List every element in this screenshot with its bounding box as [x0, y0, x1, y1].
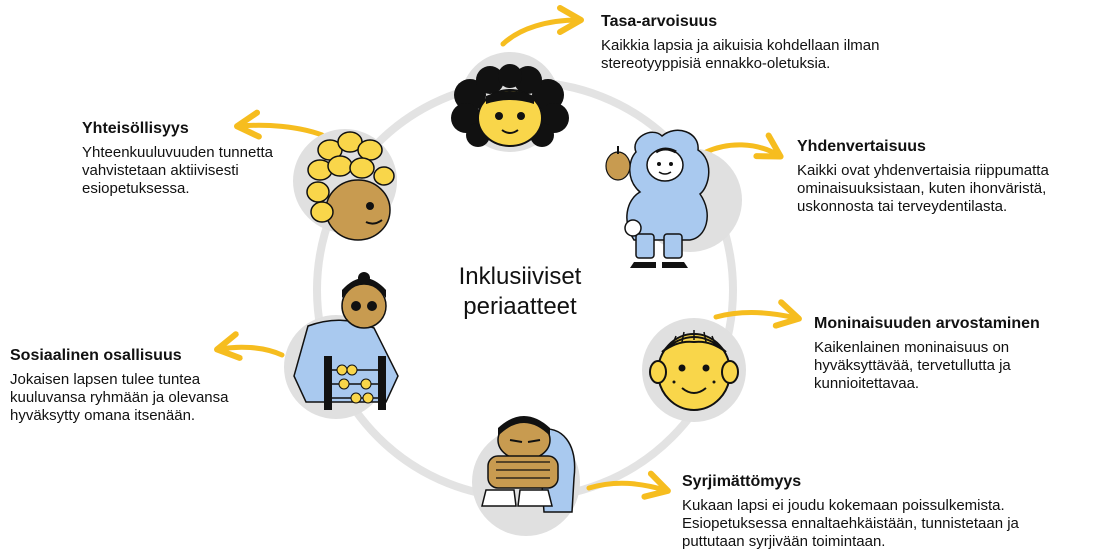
arrow-syrjimattomyys: [586, 470, 671, 500]
arrow-yhdenvertaisuus: [703, 132, 784, 160]
principle-title: Tasa-arvoisuus: [601, 13, 718, 30]
child-in-snowsuit-illustration: [605, 129, 742, 268]
principle-text: Jokaisen lapsen tulee tuntea kuuluvansa …: [10, 371, 229, 424]
label-syrjimattomyys: Syrjimättömyys Kukaan lapsi ei joudu kok…: [682, 472, 1087, 551]
principle-title: Moninaisuuden arvostaminen: [814, 315, 1040, 332]
arrow-moninaisuus: [713, 299, 802, 329]
label-moninaisuus: Moninaisuuden arvostaminen Kaikenlainen …: [814, 314, 1084, 393]
arrow-yhteisollisyys: [234, 109, 325, 140]
braided-hair-child-illustration: [293, 129, 397, 241]
principle-title: Sosiaalinen osallisuus: [10, 347, 182, 364]
child-playing-abacus-illustration: [284, 272, 399, 419]
arrows: [214, 5, 802, 500]
label-tasa-arvoisuus: Tasa-arvoisuus Kaikkia lapsia ja aikuisi…: [601, 12, 961, 73]
label-osallisuus: Sosiaalinen osallisuus Jokaisen lapsen t…: [10, 346, 260, 425]
label-yhdenvertaisuus: Yhdenvertaisuus Kaikki ovat yhdenvertais…: [797, 137, 1092, 216]
arrow-osallisuus: [214, 331, 285, 361]
principle-text: Kaikki ovat yhdenvertaisia riippumatta o…: [797, 162, 1049, 215]
crouching-child-illustration: [472, 416, 580, 536]
principle-text: Yhteenkuuluvuuden tunnetta vahvistetaan …: [82, 144, 273, 197]
principle-text: Kaikkia lapsia ja aikuisia kohdellaan il…: [601, 37, 880, 72]
principle-text: Kukaan lapsi ei joudu kokemaan poissulke…: [682, 497, 1019, 550]
principle-title: Yhteisöllisyys: [82, 120, 189, 137]
principle-title: Syrjimättömyys: [682, 473, 802, 490]
curly-hair-child-illustration: [451, 52, 569, 152]
label-yhteisollisyys: Yhteisöllisyys Yhteenkuuluvuuden tunnett…: [82, 119, 317, 198]
principle-title: Yhdenvertaisuus: [797, 138, 926, 155]
principle-text: Kaikenlainen moninaisuus on hyväksyttävä…: [814, 339, 1011, 392]
smiling-child-face-illustration: [642, 318, 746, 422]
arrow-tasa-arvoisuus: [500, 5, 584, 47]
center-title: Inklusiiviset periaatteet: [458, 263, 582, 320]
